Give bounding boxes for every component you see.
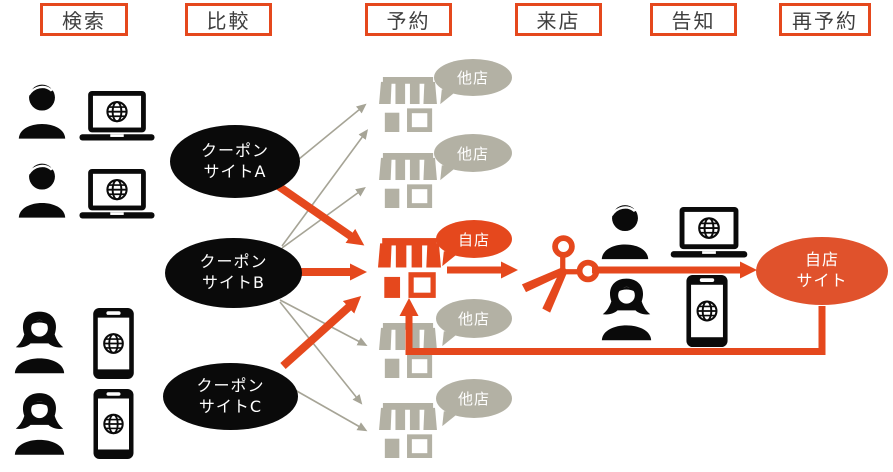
step-label-compare: 比較 (206, 9, 251, 33)
step-box-visit: 来店 (515, 3, 602, 36)
coupon-site-b-ellipse: クーポン サイトB (165, 238, 302, 308)
bubble-label: 他店 (456, 69, 489, 87)
arrow-ownsite-to-ownstore-rebook (399, 298, 826, 355)
coupon-site-b-label: クーポン サイトB (199, 252, 268, 292)
step-box-notify: 告知 (650, 3, 737, 36)
coupon-site-a-ellipse: クーポン サイトA (170, 125, 300, 198)
step-label-reserve: 予約 (386, 9, 431, 33)
bubble-label: 他店 (457, 390, 490, 408)
step-box-reserve: 予約 (365, 3, 452, 36)
other-store-bubble-1: 他店 (434, 59, 512, 106)
bubble-label: 他店 (457, 310, 490, 328)
bubble-label: 自店 (457, 230, 490, 249)
edge-sitea-other1 (298, 103, 367, 160)
other-store-bubble-2: 他店 (434, 134, 512, 182)
coupon-site-a-label: クーポン サイトA (200, 140, 269, 181)
edge-siteb-other3 (279, 299, 368, 346)
step-box-rebook: 再予約 (779, 3, 871, 36)
step-label-notify: 告知 (671, 9, 716, 33)
step-box-search: 検索 (40, 3, 128, 36)
other-store-bubble-3: 他店 (436, 299, 512, 348)
step-label-search: 検索 (62, 9, 106, 33)
coupon-site-c-ellipse: クーポン サイトC (163, 363, 298, 430)
step-label-rebook: 再予約 (792, 9, 858, 33)
edge-sitec-other4 (294, 389, 368, 432)
step-label-visit: 来店 (536, 9, 581, 33)
own-site-label: 自店 サイト (796, 250, 848, 290)
other-store-bubble-4: 他店 (436, 379, 512, 428)
edge-siteb-other4 (279, 301, 363, 405)
own-site-ellipse: 自店 サイト (756, 237, 888, 305)
coupon-site-c-label: クーポン サイトC (196, 375, 265, 416)
edge-sitec-ownstore (280, 295, 362, 369)
step-box-compare: 比較 (185, 3, 272, 36)
bubble-label: 他店 (456, 144, 489, 163)
own-store-bubble: 自店 (436, 220, 512, 268)
edge-siteb-other1 (281, 129, 369, 247)
